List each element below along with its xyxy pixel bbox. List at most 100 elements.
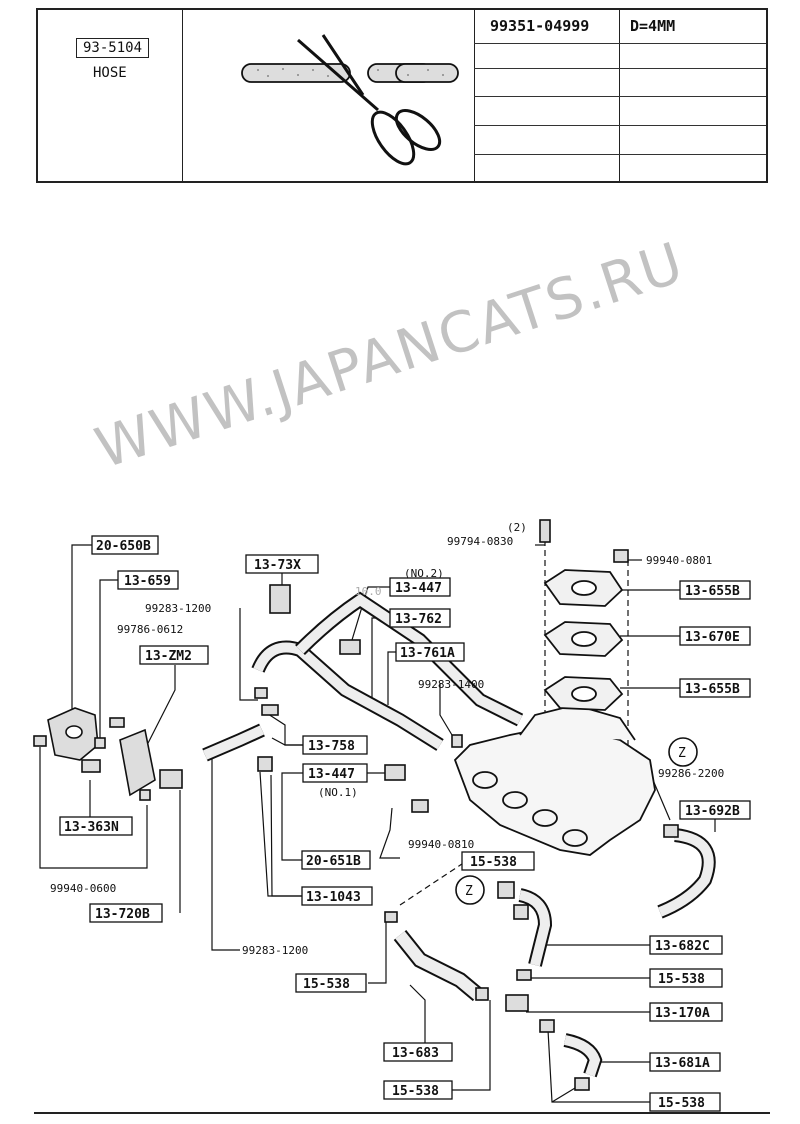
callout-box (59, 816, 133, 836)
part-13-447-no1 (384, 764, 406, 781)
leader-line (39, 747, 148, 869)
header-row-line (474, 68, 766, 69)
callout-box (91, 535, 159, 555)
callout-box (301, 850, 371, 870)
zoom-marker-label: Z (678, 746, 686, 761)
callout-box (679, 580, 751, 600)
label-no2: (NO.2) (404, 567, 444, 580)
callout-13-670E: 13-670E (685, 630, 740, 645)
header-row-line (474, 43, 766, 44)
callout-15-538-c: 15-538 (303, 977, 350, 992)
callout-13-692B: 13-692B (685, 804, 740, 819)
callout-13-681A: 13-681A (655, 1056, 710, 1071)
bottom-rule (34, 1112, 770, 1114)
callout-box (383, 1080, 453, 1100)
part-20-651B (257, 756, 273, 772)
leader-line (379, 807, 400, 859)
leader-line (264, 711, 303, 746)
label-stud: 99286-2200 (658, 767, 724, 780)
callout-box (389, 577, 451, 597)
leader-line (387, 651, 396, 705)
spec-value: D=4MM (630, 17, 676, 35)
callout-box (649, 968, 723, 988)
callout-13-170A: 13-170A (655, 1006, 710, 1021)
callout-13-447-no1: 13-447 (308, 767, 355, 782)
leader-line (452, 1000, 491, 1091)
label-clip3: 99283-1200 (242, 944, 308, 957)
callout-15-538-d: 15-538 (392, 1084, 439, 1099)
leader-line (368, 920, 387, 984)
callout-20-650B: 20-650B (96, 539, 151, 554)
callout-13-1043: 13-1043 (306, 890, 361, 905)
callout-box (395, 642, 465, 662)
label-nut2: 99940-0810 (408, 838, 474, 851)
callout-box (649, 1092, 721, 1112)
connector-13-758 (261, 704, 279, 716)
zoom-marker-z (455, 875, 485, 905)
label-bolt: 99794-0830 (447, 535, 513, 548)
clip-15-538-d (539, 1019, 555, 1033)
leader-line (439, 683, 456, 741)
callout-13-363N: 13-363N (64, 820, 119, 835)
callout-15-538-a: 15-538 (470, 855, 517, 870)
leader-line (351, 586, 390, 641)
spec-code: 99351-04999 (490, 17, 590, 35)
callout-15-538-b: 15-538 (658, 972, 705, 987)
callout-13-73X: 13-73X (254, 558, 301, 573)
label-qty: (2) (507, 521, 527, 534)
header-row-line (474, 154, 766, 155)
header-divider (474, 10, 475, 181)
callout-box (679, 800, 751, 820)
leader-line (99, 579, 118, 742)
callout-box (679, 626, 751, 646)
label-nut3: 99940-0600 (50, 882, 116, 895)
header-row-line (474, 96, 766, 97)
clip-13-692B (663, 824, 679, 838)
nut-99940-0801 (613, 549, 629, 563)
callout-box (89, 903, 163, 923)
leader-line (211, 757, 240, 951)
leader-line (409, 984, 426, 1052)
leader-line (141, 665, 176, 756)
header-row-line (474, 125, 766, 126)
clip-15-538-b (516, 969, 532, 981)
part-13-73X (269, 584, 291, 614)
label-clip1: 99283-1200 (145, 602, 211, 615)
callout-13-683: 13-683 (392, 1046, 439, 1061)
part-code: 93-5104 (76, 38, 150, 58)
clip-15-538-c (475, 987, 489, 1001)
part-13-447-no2 (339, 639, 361, 655)
joint-z (497, 881, 515, 899)
callout-box (649, 1002, 723, 1022)
tee-13-170A (505, 994, 529, 1012)
leader-line (371, 617, 390, 700)
callout-box (245, 554, 319, 574)
nut-99940-0600 (33, 735, 47, 747)
callout-13-ZM2: 13-ZM2 (145, 649, 192, 664)
leader-line (239, 608, 258, 701)
callout-box (649, 935, 723, 955)
bolt-99794-0830 (539, 519, 551, 543)
hose-scissors-illustration (241, 34, 459, 166)
part-13-720B (159, 769, 183, 789)
callout-box (295, 973, 367, 993)
callout-box (679, 678, 751, 698)
callout-box (302, 735, 368, 755)
fitting (513, 904, 529, 920)
label-screw: 99786-0612 (117, 623, 183, 636)
part-13-659 (94, 737, 106, 749)
header-divider (619, 10, 620, 181)
callout-13-761A: 13-761A (400, 646, 455, 661)
faint-stamp: 10.0 (355, 585, 382, 598)
alignment-line (399, 859, 469, 906)
label-nut: 99940-0801 (646, 554, 712, 567)
callout-13-720B: 13-720B (95, 907, 150, 922)
callout-box (389, 608, 451, 628)
callout-13-758: 13-758 (308, 739, 355, 754)
leader-line (281, 772, 303, 861)
callout-13-762: 13-762 (395, 612, 442, 627)
header-table: 93-5104 HOSE 99351-04999 D=4MM (36, 8, 768, 183)
leader-line (270, 774, 302, 897)
label-no1: (NO.1) (318, 786, 358, 799)
